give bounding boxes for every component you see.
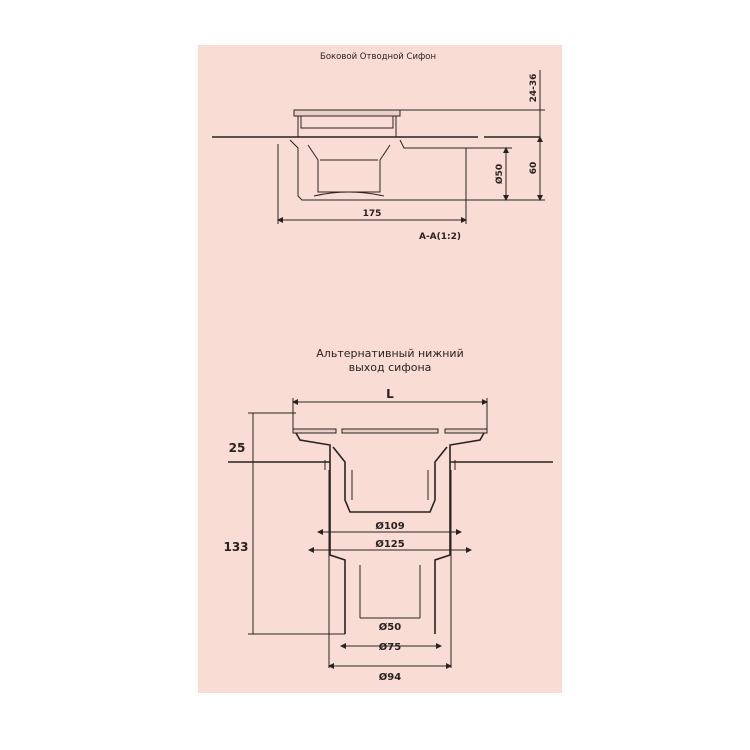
drawing-panel xyxy=(198,45,562,693)
dim-d109: Ø109 xyxy=(375,520,404,532)
bottom-outlet-section: Альтернативный нижний выход сифона L 25 … xyxy=(223,347,553,683)
dim-d94: Ø94 xyxy=(379,671,401,683)
dim-133: 133 xyxy=(223,540,248,554)
grate xyxy=(293,109,401,117)
bottom-title-2: выход сифона xyxy=(349,361,432,374)
side-outlet-section: Боковой Отводной Сифон 175 A-A(1:2) Ø50 … xyxy=(212,52,545,242)
bottom-title-1: Альтернативный нижний xyxy=(316,347,463,360)
dim-d75: Ø75 xyxy=(379,641,401,653)
section-label: A-A(1:2) xyxy=(419,232,461,242)
dim-25: 25 xyxy=(229,441,246,455)
dim-d50-top: Ø50 xyxy=(494,164,505,184)
dim-d50: Ø50 xyxy=(379,621,401,633)
dim-60: 60 xyxy=(529,162,539,175)
dim-24-36: 24-36 xyxy=(529,74,539,103)
dim-d125: Ø125 xyxy=(375,538,404,550)
dim-175: 175 xyxy=(363,209,382,219)
dim-L: L xyxy=(386,387,394,401)
top-title: Боковой Отводной Сифон xyxy=(320,52,436,62)
